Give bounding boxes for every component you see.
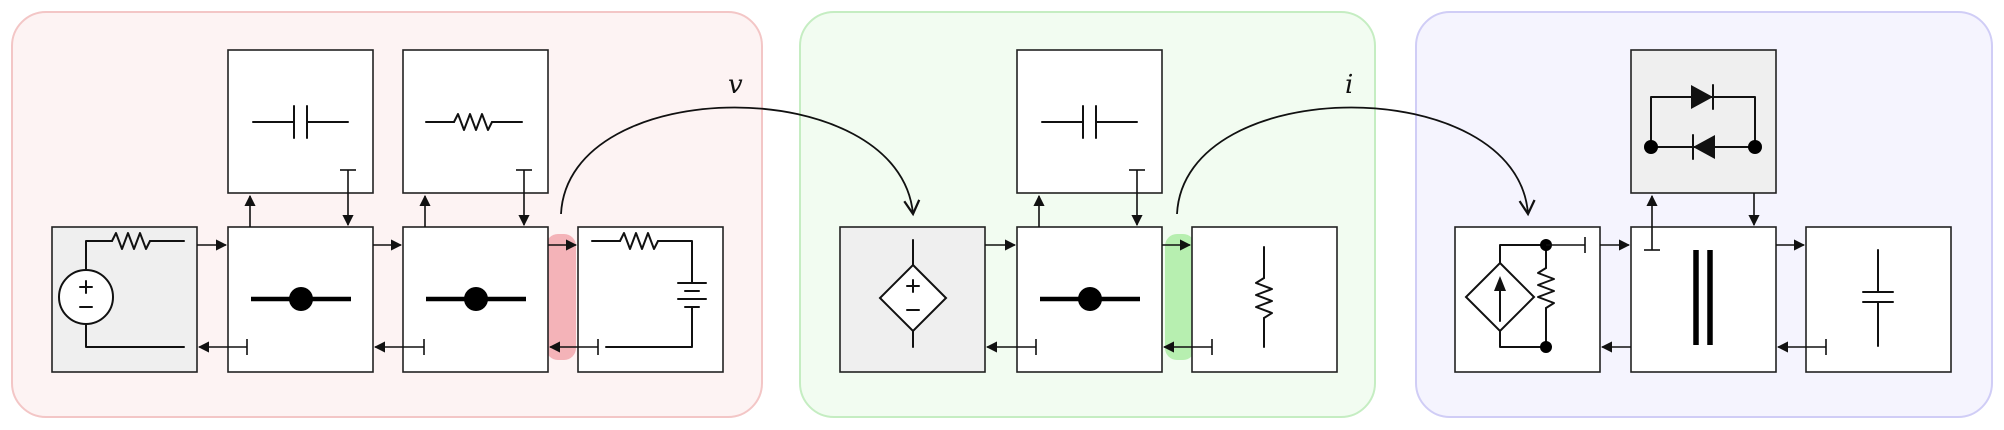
coupling-label-voltage: v: [728, 70, 743, 100]
capacitor-icon: [1041, 105, 1138, 139]
capacitor-icon: [252, 105, 349, 139]
resistor-icon: [425, 113, 523, 131]
box-capacitor-vertical: [1805, 226, 1952, 373]
voltage-source-icon: [58, 232, 185, 348]
box-capacitor-1: [227, 49, 374, 194]
node-dot-icon: [251, 287, 351, 311]
box-transformer: [1630, 226, 1777, 373]
dependent-voltage-source-icon: [878, 239, 948, 348]
node-dot-icon: [1040, 287, 1140, 311]
dependent-current-source-icon: [1464, 237, 1586, 353]
box-resistor-top: [402, 49, 549, 194]
node-dot-icon: [426, 287, 526, 311]
box-capacitor-2: [1016, 49, 1163, 194]
resistor-icon: [1255, 246, 1273, 348]
interface-highlight-green: [1165, 234, 1195, 360]
coupling-arc-current: [1176, 106, 1536, 217]
interface-highlight-red: [546, 234, 576, 360]
anti-parallel-diodes-icon: [1644, 84, 1762, 160]
coupling-arc-voltage: [560, 106, 921, 217]
box-diodes: [1630, 49, 1777, 194]
capacitor-icon: [1862, 249, 1894, 347]
battery-icon: [591, 232, 707, 348]
transformer-bars-icon: [1693, 250, 1713, 345]
coupling-label-current: i: [1345, 70, 1353, 100]
